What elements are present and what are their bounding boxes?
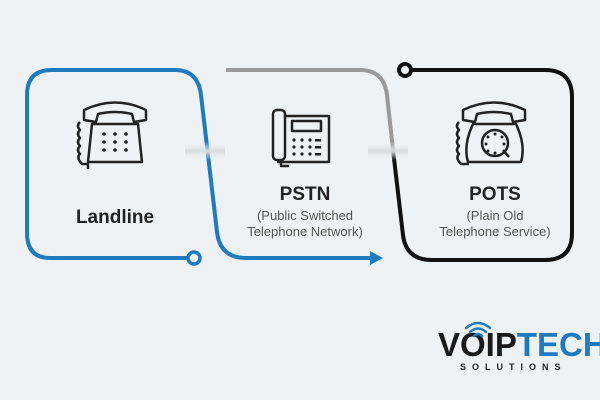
pots-start-node xyxy=(397,62,413,78)
pots-connector-line xyxy=(391,68,574,262)
pots-title: POTS xyxy=(469,184,521,205)
landline-connector-line xyxy=(25,68,372,260)
arrow-head-icon xyxy=(370,251,383,265)
landline-title: Landline xyxy=(75,207,155,228)
voiptech-logo: VOIPTECH SOLUTIONS xyxy=(438,321,600,372)
logo-tech: TECH xyxy=(516,326,600,363)
push-button-telephone-icon xyxy=(76,101,148,169)
pots-subtitle-line2: Telephone Service) xyxy=(439,224,551,239)
rotary-telephone-icon xyxy=(455,101,527,166)
wifi-signal-icon xyxy=(464,321,492,338)
crossing-shadow xyxy=(368,142,408,160)
pstn-title: PSTN xyxy=(279,184,331,205)
pstn-connector-line xyxy=(226,68,395,151)
pstn-subtitle-line1: (Public Switched xyxy=(256,208,354,223)
pstn-subtitle-line2: Telephone Network) xyxy=(247,224,363,239)
office-desk-phone-icon xyxy=(271,108,331,168)
crossing-shadow xyxy=(185,142,225,160)
landline-end-node xyxy=(186,250,202,266)
logo-tagline: SOLUTIONS xyxy=(460,362,567,372)
pots-subtitle-line1: (Plain Old xyxy=(466,208,524,223)
